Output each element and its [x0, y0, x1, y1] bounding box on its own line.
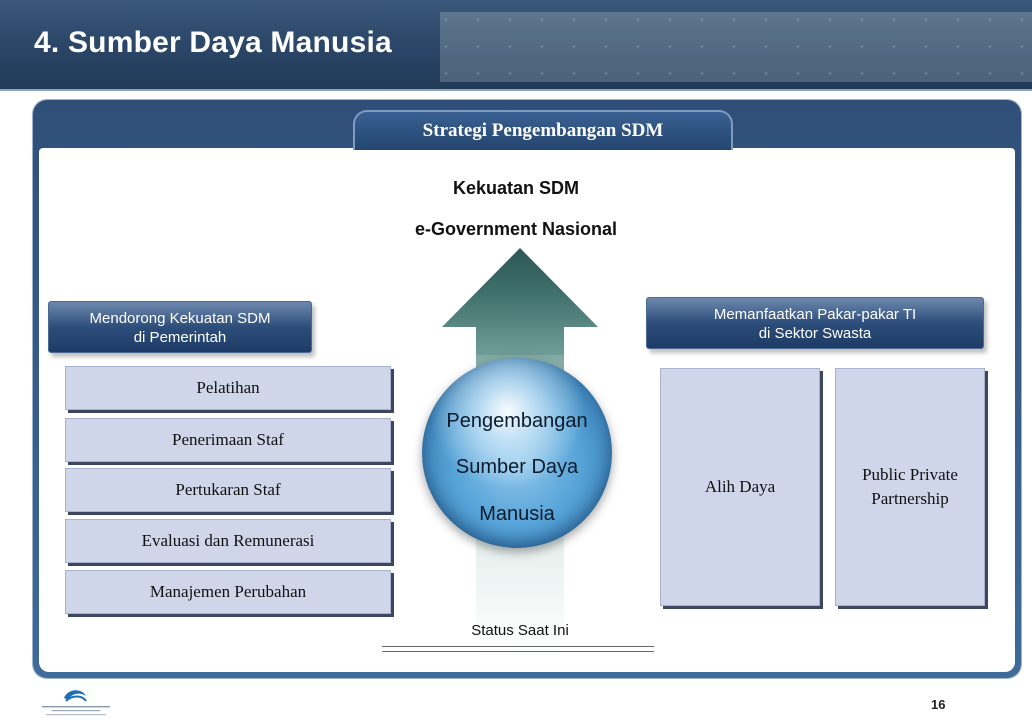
goal-title-line1: Kekuatan SDM: [452, 178, 580, 198]
arrow-head: [442, 248, 598, 355]
baseline-bottom: [382, 651, 654, 652]
slide-header: 4. Sumber Daya Manusia: [0, 0, 1032, 89]
left-section-header: Mendorong Kekuatan SDM di Pemerintah: [48, 301, 312, 353]
left-item-manajemen-perubahan: Manajemen Perubahan: [65, 570, 391, 614]
hrd-sphere: Pengembangan Sumber Daya Manusia: [422, 358, 612, 548]
alih-daya-label: Alih Daya: [704, 477, 776, 496]
sphere-line2: Sumber Daya: [455, 456, 579, 478]
right-header-line2: di Sektor Swasta: [758, 325, 872, 342]
current-status-label: Status Saat Ini: [471, 622, 569, 639]
right-item-ppp: Public Private Partnership: [835, 368, 985, 606]
right-header-line1: Memanfaatkan Pakar-pakar TI: [713, 306, 917, 323]
left-item-penerimaan-staf: Penerimaan Staf: [65, 418, 391, 462]
left-item-pertukaran-staf: Pertukaran Staf: [65, 468, 391, 512]
slide-title: 4. Sumber Daya Manusia: [34, 26, 392, 59]
ppp-label-line1: Public Private: [862, 465, 958, 484]
strategy-title-tab: Strategi Pengembangan SDM: [353, 110, 733, 150]
right-section-header: Memanfaatkan Pakar-pakar TI di Sektor Sw…: [646, 297, 984, 349]
header-dot-pattern: [430, 0, 1032, 89]
right-item-alih-daya: Alih Daya: [660, 368, 820, 606]
sphere-line3: Manusia: [479, 503, 555, 525]
goal-title-line2: e-Government Nasional: [414, 219, 618, 239]
left-item-pelatihan: Pelatihan: [65, 366, 391, 410]
left-header-line2: di Pemerintah: [133, 329, 227, 346]
left-header-line1: Mendorong Kekuatan SDM: [89, 310, 271, 327]
left-item-evaluasi: Evaluasi dan Remunerasi: [65, 519, 391, 563]
ppp-label-line2: Partnership: [871, 489, 949, 508]
header-plus-pattern: [440, 12, 1032, 82]
ministry-logo-icon: [34, 684, 118, 720]
header-divider: [0, 89, 1032, 91]
sphere-line1: Pengembangan: [446, 410, 588, 432]
page-number: 16: [931, 697, 946, 712]
baseline-top: [382, 646, 654, 647]
